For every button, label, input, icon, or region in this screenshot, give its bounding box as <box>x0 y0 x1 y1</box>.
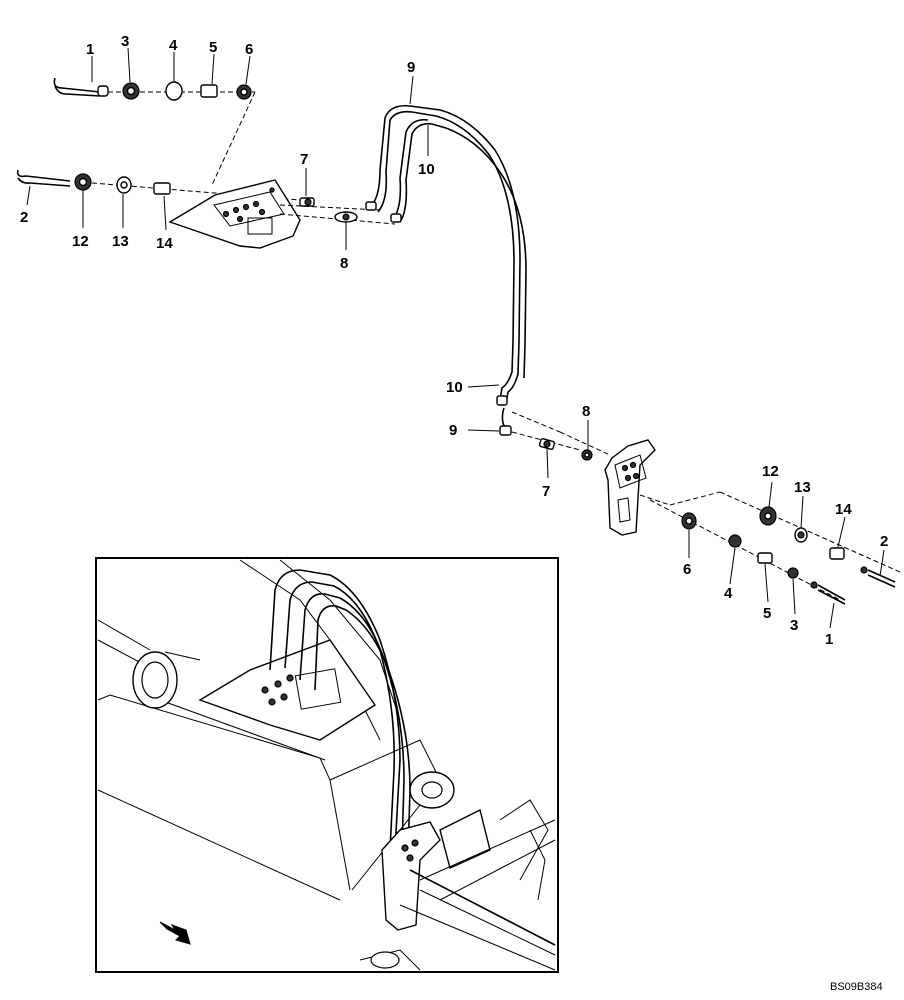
callout-2-left: 2 <box>20 209 28 226</box>
callout-9-mid: 9 <box>449 422 457 439</box>
callout-8-top: 8 <box>340 255 348 272</box>
callout-5-top: 5 <box>209 39 217 56</box>
hydraulic-hoses-9-10 <box>365 75 527 345</box>
callout-9-top: 9 <box>407 59 415 76</box>
callout-4-top: 4 <box>169 37 178 54</box>
lower-bracket <box>604 439 656 536</box>
callout-5-right: 5 <box>763 605 771 622</box>
upper-fittings-7-8 <box>279 168 396 250</box>
lower-right-fittings <box>639 481 901 629</box>
direction-arrow-icon <box>159 921 191 945</box>
callout-4-right: 4 <box>724 585 733 602</box>
callout-7-mid: 7 <box>542 483 550 500</box>
callout-1-right: 1 <box>825 631 833 648</box>
callout-6-top: 6 <box>245 41 253 58</box>
callout-6-right: 6 <box>683 561 691 578</box>
reference-code: BS09B384 <box>830 981 883 993</box>
callout-2-right: 2 <box>880 533 888 550</box>
callout-7-top: 7 <box>300 151 308 168</box>
callout-10-mid: 10 <box>446 379 463 396</box>
callout-13-left: 13 <box>112 233 129 250</box>
callout-14-right: 14 <box>835 501 852 518</box>
callout-14-left: 14 <box>156 235 173 252</box>
callout-labels: 1 3 4 5 6 2 12 13 14 7 8 9 10 10 9 8 7 1… <box>20 33 888 648</box>
top-left-fitting-row-1 <box>53 47 256 186</box>
callout-10-top: 10 <box>418 161 435 178</box>
callout-12-left: 12 <box>72 233 89 250</box>
callout-3-right: 3 <box>790 617 798 634</box>
inset-detail-view <box>95 557 559 973</box>
callout-8-mid: 8 <box>582 403 590 420</box>
top-left-fitting-row-2 <box>16 169 301 231</box>
callout-1-top: 1 <box>86 41 94 58</box>
callout-12-right: 12 <box>762 463 779 480</box>
callout-13-right: 13 <box>794 479 811 496</box>
callout-3-top: 3 <box>121 33 129 50</box>
lower-hose-ends <box>467 341 611 479</box>
